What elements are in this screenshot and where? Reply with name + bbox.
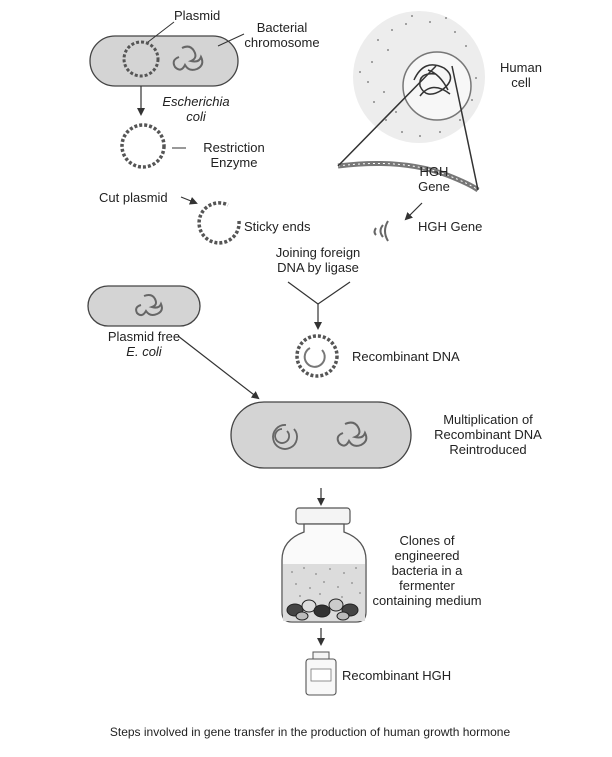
human-chromosomes <box>413 64 452 97</box>
hgh-gene-fragment <box>373 220 389 242</box>
label-restriction: Restriction <box>203 140 264 155</box>
label-cell: cell <box>511 75 531 90</box>
label-joining-line2: DNA by ligase <box>277 260 359 275</box>
cut-plasmid <box>197 201 241 245</box>
transformed-bacterium <box>230 401 412 469</box>
label-clones-line5: containing medium <box>372 593 481 608</box>
human-cell <box>353 11 485 143</box>
ecoli-bacterium <box>89 35 239 87</box>
label-plasmid: Plasmid <box>174 8 220 23</box>
label-joining-line1: Joining foreign <box>276 245 361 260</box>
label-multiplication-line1: Multiplication of <box>443 412 533 427</box>
label-sticky-ends: Sticky ends <box>244 219 311 234</box>
bacteria-clones <box>286 598 359 621</box>
label-gene-top: Gene <box>418 179 450 194</box>
label-bacterial-chromosome-line1: Bacterial <box>257 20 308 35</box>
human-cell-nucleus <box>402 51 472 121</box>
label-plasmid-free: Plasmid free <box>108 329 180 344</box>
fermenter-jar <box>281 507 367 623</box>
label-hgh-gene-right: HGH Gene <box>418 219 482 234</box>
label-clones-line4: fermenter <box>399 578 455 593</box>
label-multiplication-line3: Reintroduced <box>449 442 526 457</box>
arrow-to-cut-plasmid <box>180 196 198 205</box>
join-line-right <box>317 281 351 305</box>
label-clones-line1: Clones of <box>400 533 455 548</box>
label-cut-plasmid: Cut plasmid <box>99 190 168 205</box>
label-bacterial-chromosome-line2: chromosome <box>244 35 319 50</box>
join-line-left <box>287 281 319 305</box>
label-recombinant-dna: Recombinant DNA <box>352 349 460 364</box>
arrow-to-multiplication <box>177 335 260 400</box>
gene-extraction-line-right <box>451 65 479 191</box>
isolated-plasmid <box>120 123 166 169</box>
label-coli: coli <box>186 109 207 124</box>
label-escherichia: Escherichia <box>162 94 229 109</box>
chromosome-squiggle <box>172 45 204 71</box>
label-e-coli: E. coli <box>126 344 163 359</box>
label-clones-line2: engineered <box>394 548 459 563</box>
plasmid-free-ecoli <box>87 285 201 327</box>
arrow-to-hgh-gene <box>404 202 423 221</box>
label-recombinant-hgh: Recombinant HGH <box>342 668 451 683</box>
label-clones-line3: bacteria in a <box>392 563 464 578</box>
recombinant-dna-plasmid <box>295 334 339 378</box>
hgh-bottle <box>305 651 337 696</box>
hgh-gene-band <box>337 160 480 193</box>
figure-caption: Steps involved in gene transfer in the p… <box>110 725 511 739</box>
label-human: Human <box>500 60 542 75</box>
label-enzyme: Enzyme <box>211 155 258 170</box>
label-multiplication-line2: Recombinant DNA <box>434 427 542 442</box>
chromosome-pointer <box>217 33 245 47</box>
gene-extraction-line-left <box>337 65 437 167</box>
plasmid-pointer <box>147 21 175 43</box>
label-hgh-top: HGH <box>420 164 449 179</box>
